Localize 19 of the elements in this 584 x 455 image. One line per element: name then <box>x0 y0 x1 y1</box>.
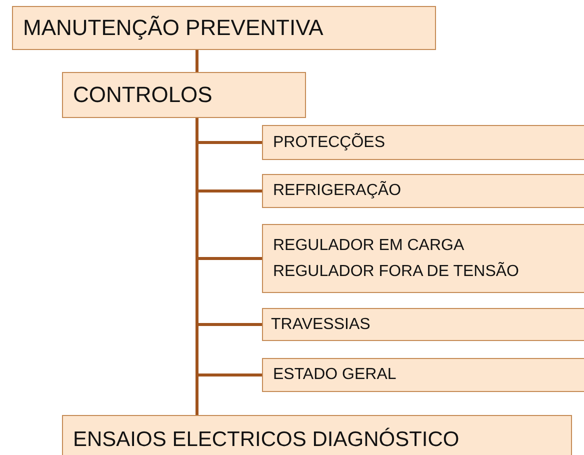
topic-box <box>262 308 584 341</box>
topic-label: MANUTENÇÃO PREVENTIVA <box>23 15 324 41</box>
connector-line <box>196 50 198 72</box>
topic-box <box>62 72 306 118</box>
connector-line <box>196 118 198 415</box>
topic-label: REGULADOR FORA DE TENSÃO <box>273 262 520 280</box>
topic-label: PROTECÇÕES <box>273 134 386 152</box>
topic-box <box>12 6 436 50</box>
topic-label: REFRIGERAÇÃO <box>273 182 402 200</box>
topic-box <box>262 125 584 160</box>
topic-box <box>262 358 584 392</box>
topic-label: REGULADOR EM CARGA <box>273 236 466 254</box>
topic-label: TRAVESSIAS <box>271 316 372 334</box>
topic-box <box>62 415 572 455</box>
topic-label: ESTADO GERAL <box>273 366 398 384</box>
topic-label: CONTROLOS <box>73 82 214 108</box>
topic-box <box>262 224 584 293</box>
topic-label: ENSAIOS ELECTRICOS DIAGNÓSTICO <box>73 428 460 452</box>
topic-box <box>262 174 584 208</box>
